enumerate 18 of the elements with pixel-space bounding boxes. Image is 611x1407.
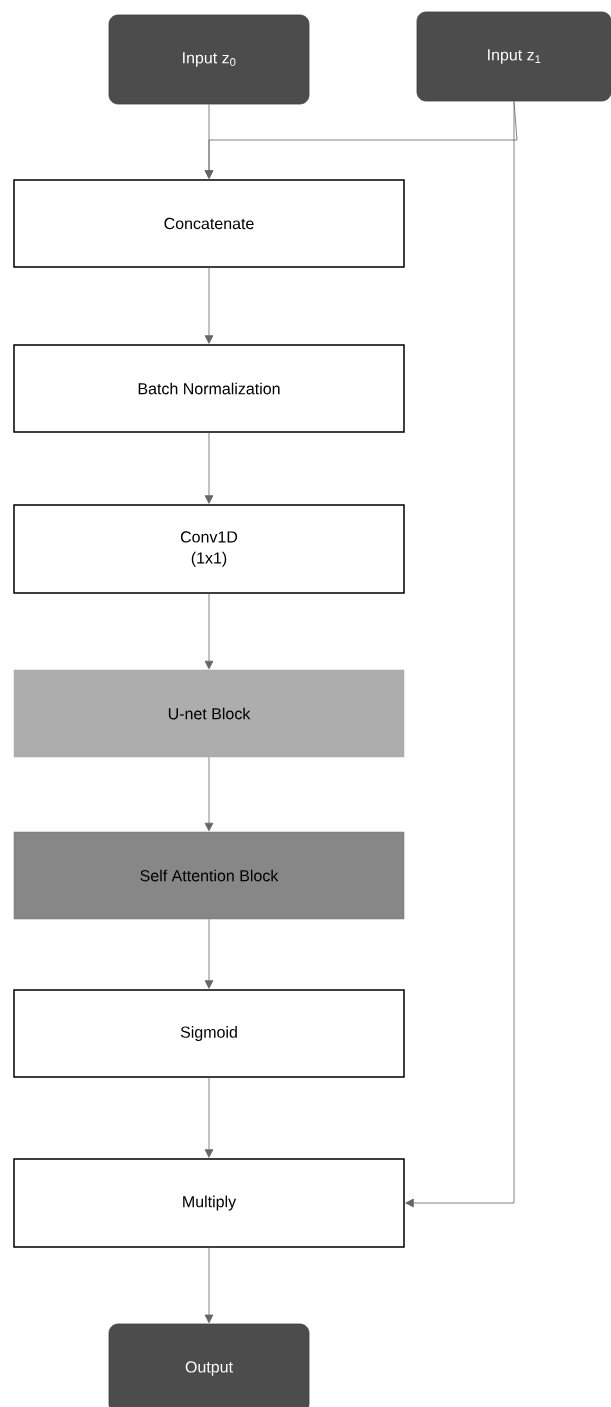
process-box: Conv1D (1x1) (13, 504, 405, 594)
process-box: Sigmoid (13, 989, 405, 1078)
arrow (204, 593, 214, 670)
terminal-box: Input z$_{1}$ (416, 11, 611, 102)
process-box: Self Attention Block (13, 831, 405, 920)
process-box: Multiply (13, 1158, 405, 1248)
process-box: Concatenate (13, 179, 405, 268)
process-box: Batch Normalization (13, 344, 405, 433)
terminal-box: Input z$_{0}$ (108, 14, 310, 105)
arrow (204, 1077, 214, 1158)
arrow (204, 267, 214, 344)
arrow (204, 1247, 214, 1324)
arrow (405, 101, 515, 1208)
terminal-box: Output (108, 1323, 310, 1407)
arrow (204, 756, 214, 832)
arrow (204, 918, 214, 989)
process-box: U-net Block (13, 669, 405, 758)
arrow (204, 432, 214, 504)
